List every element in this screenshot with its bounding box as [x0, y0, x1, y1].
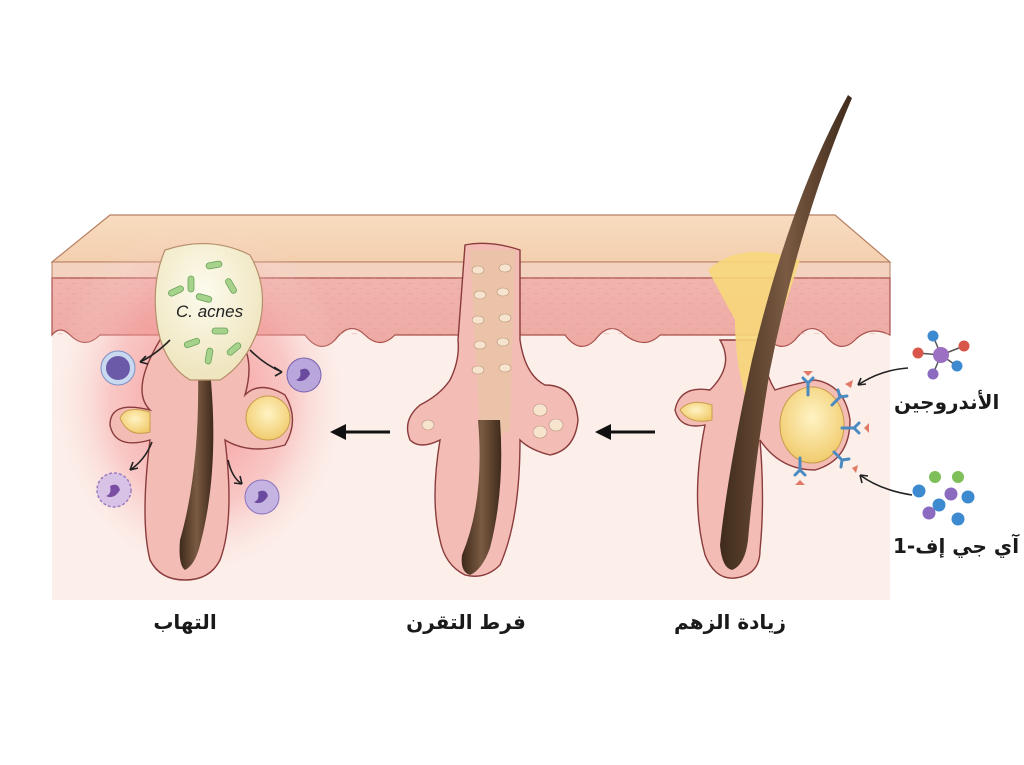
stage-label-sebum-increase: زيادة الزهم — [674, 610, 786, 634]
sebum-increase-follicle — [674, 95, 913, 579]
hair-shaft — [720, 95, 852, 570]
bacteria-label: C. acnes — [176, 302, 244, 321]
progression-arrows — [330, 424, 655, 440]
immune-cells — [96, 350, 322, 515]
hyperkeratinization-follicle — [406, 242, 579, 577]
igf1-molecules-icon — [912, 471, 975, 526]
inflammation-follicle — [50, 220, 350, 581]
receptor-icons — [793, 376, 861, 477]
factor-label-igf1: آي جي إف-1 — [893, 534, 1020, 558]
release-arrows — [129, 339, 283, 485]
factor-label-androgens: الأندروجين — [894, 390, 1000, 414]
androgen-molecule-icon — [912, 330, 970, 380]
stage-label-hyperkeratinization: فرط التقرن — [406, 610, 526, 634]
factor-arrows — [857, 367, 913, 496]
stage-label-inflammation: التهاب — [153, 610, 217, 634]
hormone-icons — [795, 371, 869, 485]
bacteria-icons — [168, 260, 242, 365]
